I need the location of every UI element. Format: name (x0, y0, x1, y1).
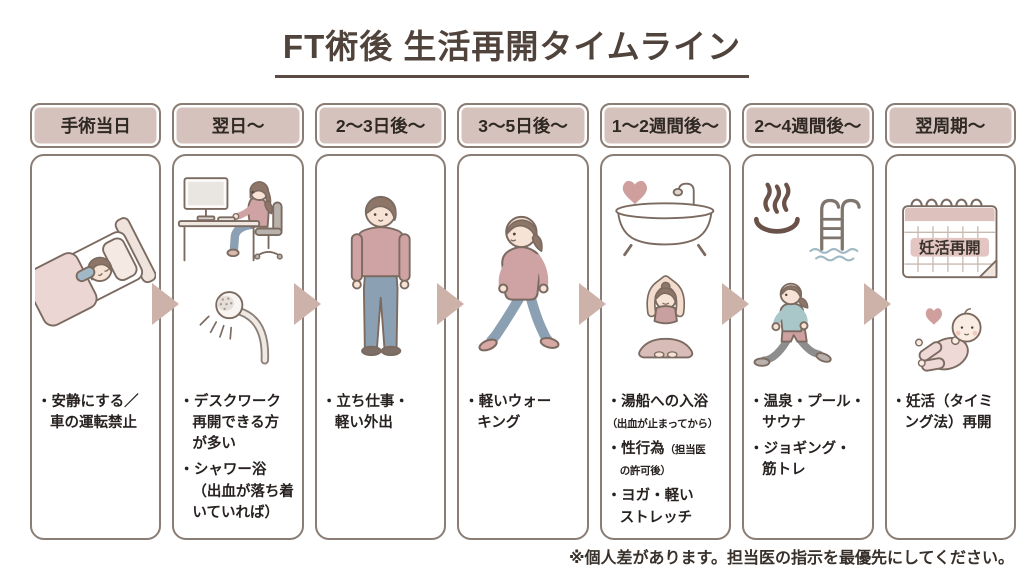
note-line: ・デスクワーク (179, 394, 281, 410)
stage-notes: ・立ち仕事・軽い外出 (320, 385, 441, 433)
heart-icon (622, 180, 647, 205)
note-line: ・シャワー浴 (179, 462, 267, 479)
note-line: ストレッチ (619, 509, 693, 526)
timeline-arrow (437, 283, 464, 325)
stage-notes: ・デスクワーク再開できる方が多い・シャワー浴 （出血が落ち着いていれば） (177, 385, 298, 523)
note-line: キング (477, 415, 521, 432)
stage-notes: ・妊活（タイミング法）再開 (890, 385, 1011, 433)
footnote: ※個人差があります。担当医の指示を最優先にしてください。 (569, 550, 1014, 567)
stage-notes: ・温泉・プール・サウナ・ジョギング・筋トレ (747, 385, 868, 481)
title-wrap: FT術後 生活再開タイムライン (0, 0, 1024, 83)
baby-figure (914, 308, 982, 372)
stage-2-3-days: 2〜3日後〜 (314, 103, 447, 540)
stage-card: ・デスクワーク再開できる方が多い・シャワー浴 （出血が落ち着いていれば） (172, 154, 304, 540)
stage-surgery-day: 手術当日 (30, 103, 162, 540)
stage-header: 翌周期〜 (884, 103, 1016, 148)
stage-next-cycle: 翌周期〜 妊活再開 (884, 103, 1016, 540)
stage-header: 2〜4週間後〜 (742, 103, 874, 148)
note-line: 再開できる方 (192, 415, 280, 432)
walking-person-illustration (478, 215, 560, 352)
illustration-area (35, 159, 157, 385)
note-line: ・立ち仕事・ (321, 394, 409, 410)
stage-notes: ・湯船への入浴 （出血が止まってから） ・性行為（担当医の許可後） ・ヨガ・軽いストレ… (605, 385, 726, 528)
page-title: FT術後 生活再開タイムライン (274, 20, 750, 78)
stage-header: 2〜3日後〜 (314, 103, 447, 148)
standing-person-illustration (350, 195, 411, 357)
note-line: ・妊活（タイミ (891, 394, 994, 410)
stage-1-2-weeks: 1〜2週間後〜 (599, 103, 732, 540)
calendar-icon: 妊活再開 (901, 198, 997, 279)
note-line: ・ジョギング・ (749, 441, 851, 458)
stage-header: 3〜5日後〜 (457, 103, 589, 148)
heart-icon (925, 308, 942, 325)
calendar-baby-illustration: 妊活再開 (901, 198, 997, 372)
stage-2-4-weeks: 2〜4週間後〜 (742, 103, 874, 540)
stage-next-day: 翌日〜 (172, 103, 304, 540)
stage-card: ・安静にする／ 車の運転禁止 (30, 154, 162, 540)
onsen-pool-jogging-illustration (753, 182, 861, 367)
timeline-arrow (294, 283, 321, 325)
note-line: 軽い外出 (334, 415, 393, 432)
illustration-area (747, 159, 868, 385)
note-line: ング法）再開 (904, 415, 992, 432)
stage-card: ・温泉・プール・サウナ・ジョギング・筋トレ (742, 154, 874, 540)
illustration-area (177, 159, 298, 385)
note-line: ・温泉・プール・ (749, 394, 866, 410)
timeline-arrow (864, 283, 891, 325)
illustration-area (462, 159, 583, 385)
timeline: 手術当日 (0, 103, 1024, 540)
note-line: ・ヨガ・軽い (606, 488, 694, 505)
note-line: ・性行為（担当医 (606, 441, 706, 458)
note-line: サウナ (762, 415, 806, 432)
stage-card: 妊活再開 (884, 154, 1016, 540)
stage-header: 翌日〜 (172, 103, 304, 148)
illustration-area (605, 159, 726, 385)
note-line: （出血が止まってから） (606, 418, 719, 431)
note-line: ・湯船への入浴 (606, 394, 709, 410)
note-line: ・安静にする／ (37, 394, 139, 410)
pool-ladder-icon (809, 198, 861, 262)
note-line: 筋トレ (762, 462, 806, 479)
stage-card: ・軽いウォーキング (457, 154, 589, 540)
stage-header: 手術当日 (30, 103, 162, 148)
bed-rest-illustration (35, 217, 157, 327)
note-line: が多い (192, 436, 236, 453)
stage-3-5-days: 3〜5日後〜 (457, 103, 589, 540)
stage-header: 1〜2週間後〜 (599, 103, 732, 148)
calendar-label: 妊活再開 (918, 238, 980, 257)
note-line: ・軽いウォー (464, 394, 552, 410)
note-line: の許可後） (619, 465, 671, 478)
stage-notes: ・軽いウォーキング (462, 385, 583, 433)
onsen-icon (754, 182, 800, 234)
stage-notes: ・安静にする／ 車の運転禁止 (35, 385, 156, 433)
illustration-area (320, 159, 441, 385)
note-line: いていれば） (192, 504, 279, 521)
jogging-figure (753, 282, 832, 367)
timeline-arrow (152, 283, 179, 325)
desk-work-shower-illustration (178, 177, 284, 365)
stage-card: ・湯船への入浴 （出血が止まってから） ・性行為（担当医の許可後） ・ヨガ・軽いストレ… (599, 154, 732, 540)
bath-yoga-illustration (614, 180, 714, 359)
stage-card: ・立ち仕事・軽い外出 (314, 154, 447, 540)
yoga-figure (637, 275, 693, 359)
note-line: 車の運転禁止 (50, 415, 137, 432)
note-line: （出血が落ち着 (192, 483, 294, 500)
timeline-arrow (579, 283, 606, 325)
timeline-arrow (722, 283, 749, 325)
illustration-area: 妊活再開 (890, 159, 1011, 385)
